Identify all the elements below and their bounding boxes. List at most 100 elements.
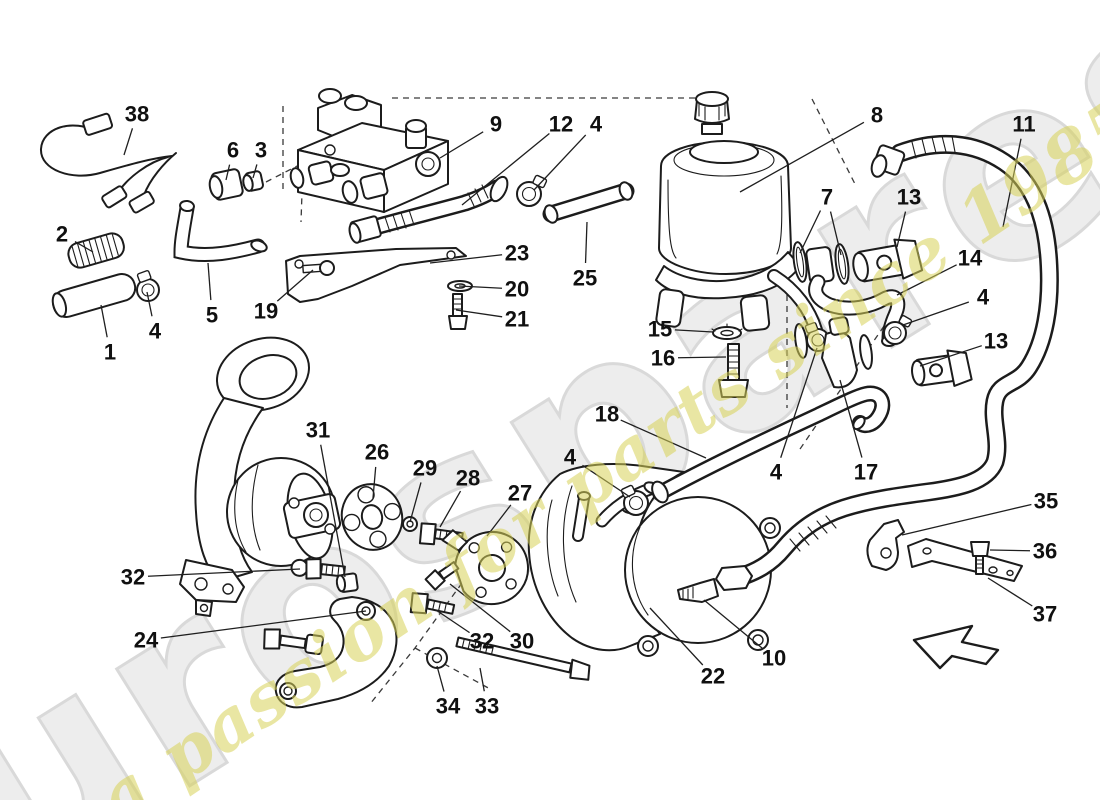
part-flange-27 bbox=[441, 529, 530, 606]
part-label: 10 bbox=[762, 646, 786, 671]
part-label: 38 bbox=[125, 102, 149, 127]
part-label: 8 bbox=[871, 103, 883, 128]
part-label: 9 bbox=[490, 112, 502, 137]
leader-line bbox=[461, 132, 550, 206]
leader-line bbox=[207, 262, 212, 301]
leader-line bbox=[458, 285, 503, 289]
part-bolt-33 bbox=[455, 636, 591, 681]
leader-line bbox=[987, 577, 1033, 607]
part-label: 16 bbox=[651, 346, 675, 371]
part-bracket-37 bbox=[907, 538, 1023, 582]
part-washer-29 bbox=[402, 516, 418, 532]
part-label: 13 bbox=[984, 329, 1008, 354]
leader-line bbox=[649, 607, 704, 666]
part-label: 29 bbox=[413, 456, 437, 481]
part-label: 25 bbox=[573, 266, 597, 291]
part-hose-18 bbox=[651, 385, 891, 504]
part-label: 27 bbox=[508, 481, 532, 506]
part-tube-1 bbox=[51, 273, 137, 318]
leader-line bbox=[902, 301, 970, 326]
part-fittings-cluster bbox=[792, 238, 973, 389]
part-cable-38 bbox=[39, 112, 177, 214]
part-tube-25 bbox=[542, 181, 635, 224]
leader-line bbox=[276, 269, 314, 302]
leader-line bbox=[919, 345, 982, 367]
leader-line bbox=[989, 549, 1031, 552]
leader-line bbox=[439, 131, 484, 159]
part-disc-26 bbox=[340, 483, 404, 551]
part-label: 4 bbox=[770, 460, 783, 485]
part-screw-19 bbox=[302, 260, 335, 276]
leader-line bbox=[439, 490, 462, 528]
leader-line bbox=[584, 221, 588, 264]
part-label: 14 bbox=[958, 246, 983, 271]
direction-arrow bbox=[912, 624, 1000, 670]
part-bracket-23 bbox=[285, 247, 467, 303]
leader-line bbox=[620, 419, 707, 459]
part-washer-15 bbox=[711, 323, 743, 340]
leader-line bbox=[896, 264, 957, 296]
part-label: 2 bbox=[56, 222, 68, 247]
part-reservoir-8 bbox=[655, 91, 823, 337]
part-label: 4 bbox=[590, 112, 603, 137]
leader-line bbox=[901, 503, 1032, 536]
part-label: 24 bbox=[134, 628, 159, 653]
part-clip-35 bbox=[866, 519, 905, 571]
part-bushing-6 bbox=[208, 168, 244, 201]
leader-line bbox=[479, 667, 485, 692]
part-bushing-31 bbox=[335, 572, 359, 593]
part-bolt-21 bbox=[448, 293, 468, 330]
part-label: 26 bbox=[365, 440, 389, 465]
part-label: 4 bbox=[149, 319, 162, 344]
part-bolt-16 bbox=[718, 343, 749, 398]
leader-line bbox=[372, 466, 377, 499]
part-label: 23 bbox=[505, 241, 529, 266]
part-clamp-4b bbox=[516, 174, 548, 207]
leader-line bbox=[435, 609, 470, 634]
leader-line bbox=[780, 347, 818, 458]
leader-line bbox=[100, 304, 108, 338]
part-label: 4 bbox=[977, 285, 990, 310]
part-label: 1 bbox=[104, 340, 116, 365]
leader-line bbox=[1002, 138, 1022, 228]
leader-line bbox=[252, 164, 258, 179]
leader-line bbox=[674, 329, 714, 333]
part-bolt-32a bbox=[290, 557, 346, 580]
leader-line bbox=[225, 164, 231, 181]
part-label: 21 bbox=[505, 307, 529, 332]
part-label: 32 bbox=[121, 565, 145, 590]
part-label: 35 bbox=[1034, 489, 1058, 514]
part-hose-11 bbox=[677, 134, 1059, 603]
leader-line bbox=[160, 610, 367, 639]
part-bracket-24 bbox=[274, 596, 398, 709]
part-label: 3 bbox=[255, 138, 267, 163]
construction-lines bbox=[265, 97, 885, 705]
part-valve-block-9 bbox=[289, 88, 449, 213]
part-washer-34 bbox=[426, 647, 448, 669]
leader-line bbox=[703, 599, 763, 649]
part-label: 11 bbox=[1012, 112, 1035, 137]
leader-line bbox=[74, 240, 94, 253]
part-label: 19 bbox=[254, 299, 278, 324]
part-hose-5 bbox=[173, 199, 268, 262]
part-label: 22 bbox=[701, 664, 725, 689]
part-bolt-32b bbox=[409, 592, 456, 615]
part-bolt-30 bbox=[424, 561, 460, 591]
leader-line bbox=[436, 665, 445, 692]
leader-line bbox=[533, 134, 587, 191]
part-valve-10 bbox=[677, 578, 719, 603]
part-label: 7 bbox=[821, 185, 833, 210]
part-label: 32 bbox=[470, 629, 494, 654]
part-label: 12 bbox=[549, 112, 573, 137]
leader-line bbox=[449, 583, 511, 633]
part-label: 33 bbox=[475, 694, 499, 719]
leader-line bbox=[147, 568, 301, 577]
leader-line bbox=[455, 309, 503, 318]
part-mount-bracket bbox=[179, 336, 342, 617]
leader-line bbox=[799, 210, 822, 254]
leader-line bbox=[409, 482, 422, 523]
part-bolt-bushing-lower bbox=[263, 628, 324, 656]
